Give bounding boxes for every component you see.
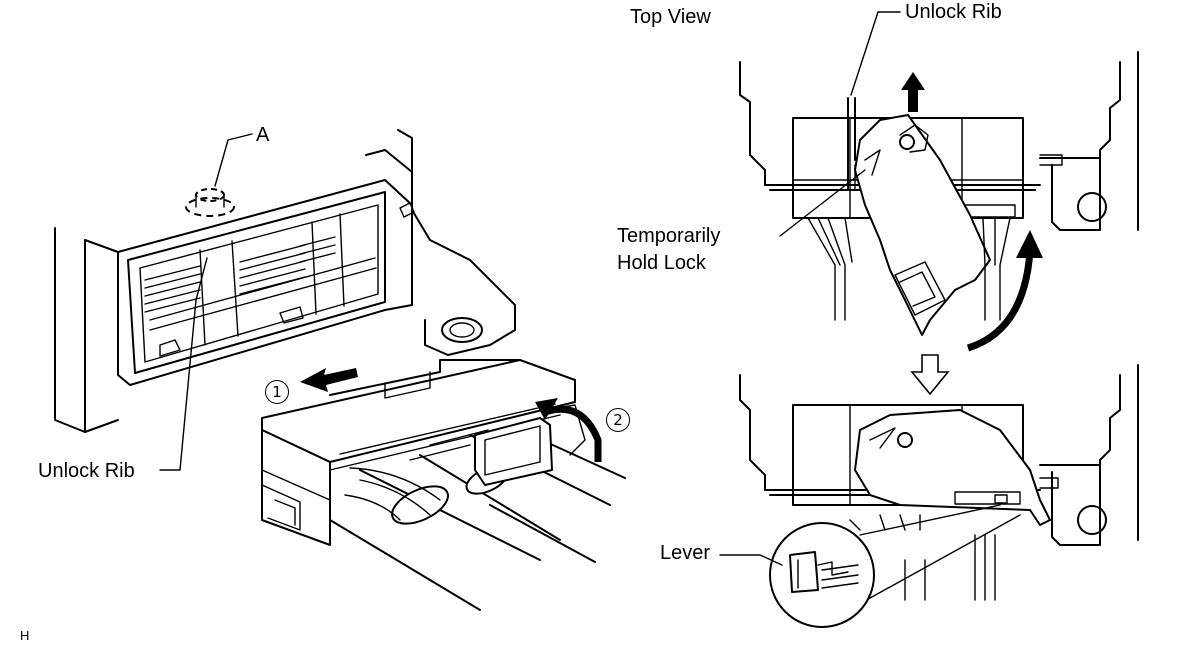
step-2-badge: 2 — [606, 408, 630, 432]
unlock-rib-top-label: Unlock Rib — [905, 1, 1002, 23]
lever-label: Lever — [660, 542, 711, 564]
step-1-badge: 1 — [265, 380, 289, 404]
arrow-up — [901, 72, 925, 112]
arrow-step-2 — [543, 405, 602, 462]
marker-a-label: A — [256, 124, 270, 146]
temporarily-hold-lock-label-line2: Hold Lock — [617, 252, 706, 274]
arrow-down-hollow — [910, 354, 950, 396]
arrow-step-1 — [300, 368, 358, 392]
corner-code-label: H — [20, 628, 30, 643]
ecu-housing — [54, 129, 516, 471]
top-view-upper — [739, 51, 1139, 336]
wire-harness-connector — [261, 359, 626, 611]
lever-detail — [789, 551, 859, 593]
top-view-label: Top View — [630, 6, 711, 28]
arrow-curved-rotate — [966, 249, 1034, 352]
unlock-rib-left-label: Unlock Rib — [38, 460, 135, 482]
top-view-lower — [739, 364, 1139, 601]
lever-magnifier-circle — [769, 522, 875, 628]
temporarily-hold-lock-label-line1: Temporarily — [617, 225, 721, 247]
